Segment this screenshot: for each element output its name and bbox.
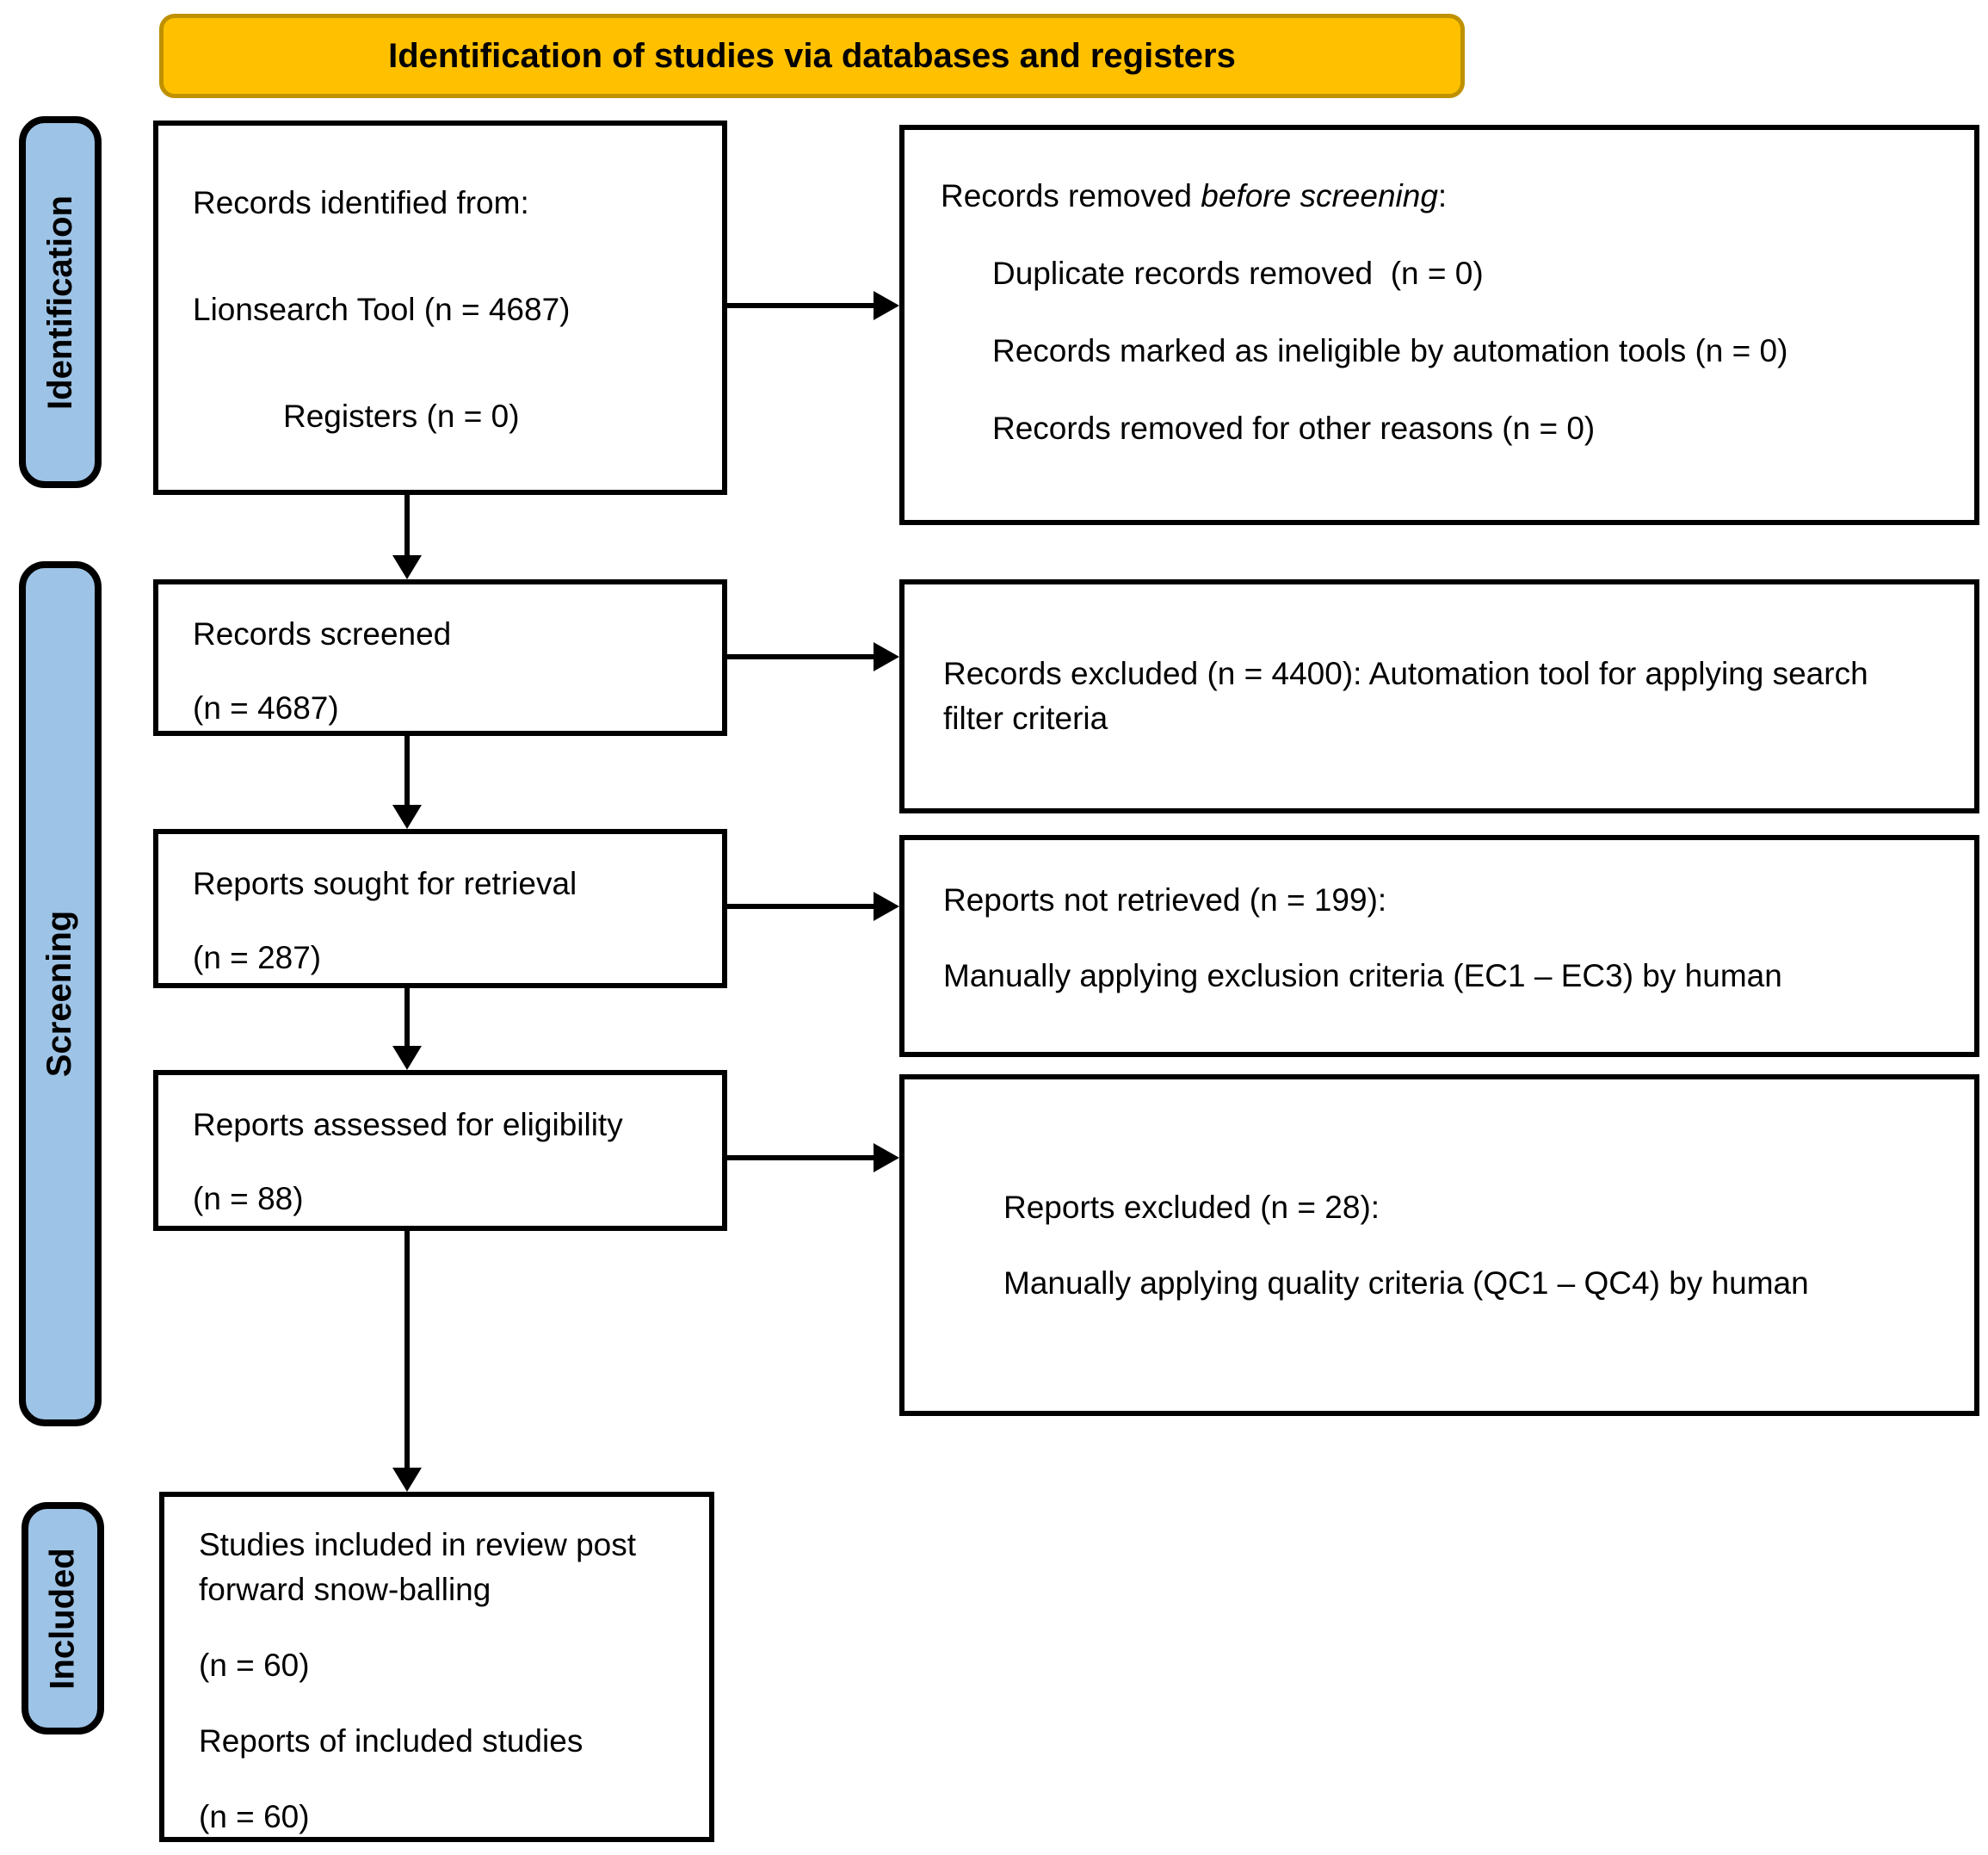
box-records-screened: Records screened (n = 4687) [153, 579, 727, 736]
records-screened-label: Records screened [193, 616, 452, 652]
title-banner: Identification of studies via databases … [159, 14, 1465, 98]
box-reports-excluded: Reports excluded (n = 28): Manually appl… [899, 1074, 1979, 1416]
arrow-shaft [727, 303, 877, 308]
box-reports-not-retrieved: Reports not retrieved (n = 199): Manuall… [899, 835, 1979, 1057]
records-removed-duplicates: Duplicate records removed (n = 0) [992, 256, 1484, 291]
studies-included-count: (n = 60) [199, 1648, 310, 1683]
stage-included-label: Included [43, 1547, 82, 1690]
arrow-shaft [727, 1155, 877, 1160]
box-records-identified: Records identified from: Lionsearch Tool… [153, 121, 727, 495]
title-banner-label: Identification of studies via databases … [388, 36, 1236, 75]
arrow-sought-to-not-retrieved [727, 889, 899, 924]
records-removed-heading-italic: before screening [1201, 178, 1438, 213]
box-studies-included: Studies included in review post forward … [159, 1492, 714, 1842]
reports-included-label: Reports of included studies [199, 1723, 583, 1759]
reports-excluded-detail: Manually applying quality criteria (QC1 … [1003, 1264, 1809, 1301]
records-removed-heading-suffix: : [1437, 178, 1448, 213]
arrow-identified-to-screened [390, 495, 424, 579]
arrow-head-right-icon [874, 291, 899, 320]
reports-excluded-label: Reports excluded (n = 28): [1003, 1189, 1380, 1225]
box-reports-assessed: Reports assessed for eligibility (n = 88… [153, 1070, 727, 1231]
studies-included-label: Studies included in review post forward … [199, 1527, 645, 1607]
arrow-sought-to-assessed [390, 988, 424, 1070]
records-removed-heading: Records removed before screening: [941, 177, 1940, 215]
reports-assessed-count: (n = 88) [193, 1181, 304, 1216]
reports-not-retrieved-detail: Manually applying exclusion criteria (EC… [943, 958, 1782, 993]
arrow-head-right-icon [874, 642, 899, 671]
records-identified-source: Lionsearch Tool (n = 4687) [193, 292, 571, 327]
arrow-head-right-icon [874, 1143, 899, 1172]
arrow-shaft [727, 904, 877, 909]
box-records-excluded: Records excluded (n = 4400): Automation … [899, 579, 1979, 813]
arrow-head-down-icon [392, 805, 422, 829]
arrow-shaft [404, 1231, 410, 1471]
reports-assessed-label: Reports assessed for eligibility [193, 1107, 623, 1142]
arrow-identified-to-removed [727, 288, 899, 323]
stage-identification-label: Identification [40, 195, 79, 410]
records-removed-heading-prefix: Records removed [941, 178, 1201, 213]
records-removed-automation: Records marked as ineligible by automati… [992, 333, 1788, 368]
records-identified-heading: Records identified from: [193, 185, 529, 220]
records-removed-other: Records removed for other reasons (n = 0… [992, 411, 1596, 446]
arrow-head-down-icon [392, 1046, 422, 1070]
stage-identification: Identification [19, 116, 102, 488]
records-excluded-text: Records excluded (n = 4400): Automation … [943, 656, 1877, 736]
stage-screening-label: Screening [40, 910, 79, 1078]
arrow-shaft [727, 654, 877, 659]
arrow-screened-to-sought [390, 736, 424, 829]
reports-sought-label: Reports sought for retrieval [193, 866, 577, 901]
records-screened-count: (n = 4687) [193, 690, 339, 726]
arrow-shaft [404, 736, 410, 808]
arrow-head-down-icon [392, 555, 422, 579]
arrow-shaft [404, 988, 410, 1049]
records-identified-registers: Registers (n = 0) [283, 399, 520, 434]
reports-not-retrieved-label: Reports not retrieved (n = 199): [943, 882, 1387, 918]
arrow-head-down-icon [392, 1468, 422, 1492]
arrow-assessed-to-excluded [727, 1141, 899, 1175]
arrow-shaft [404, 495, 410, 559]
arrow-head-right-icon [874, 892, 899, 921]
arrow-screened-to-excluded [727, 640, 899, 674]
reports-included-count: (n = 60) [199, 1799, 310, 1834]
box-reports-sought: Reports sought for retrieval (n = 287) [153, 829, 727, 988]
stage-screening: Screening [19, 561, 102, 1426]
reports-sought-count: (n = 287) [193, 940, 322, 975]
box-records-removed: Records removed before screening: Duplic… [899, 125, 1979, 525]
stage-included: Included [22, 1502, 104, 1734]
arrow-assessed-to-included [390, 1231, 424, 1492]
